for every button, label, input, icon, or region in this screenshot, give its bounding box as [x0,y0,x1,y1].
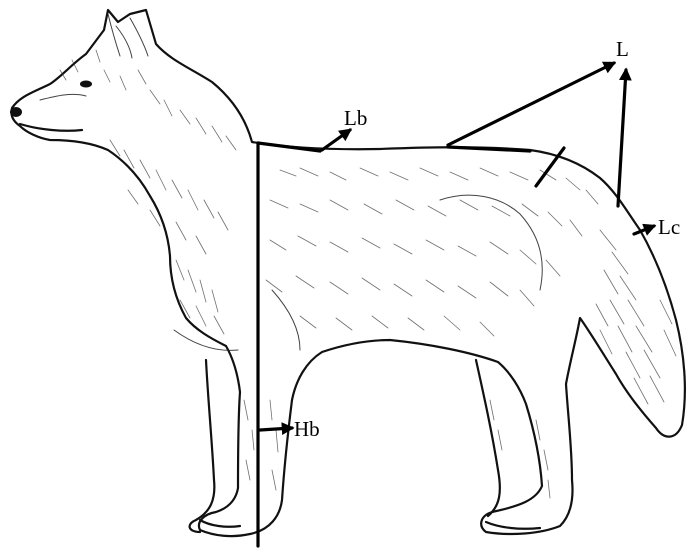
arrow-to-L-diagonal [448,63,614,145]
wolf-illustration [10,10,685,536]
arrow-Hb [260,428,292,430]
label-Lc: Lc [658,215,680,239]
label-L: L [616,37,629,61]
arrow-to-L-vertical [618,70,626,206]
label-Lb: Lb [344,106,367,130]
eye-icon [80,81,92,88]
arrow-Lb [322,130,350,150]
nose-icon [10,107,22,117]
label-Hb: Hb [294,417,320,441]
measurement-lines [258,63,654,546]
back-line [448,147,530,151]
measurement-labels: L Lb Lc Hb [294,37,680,441]
